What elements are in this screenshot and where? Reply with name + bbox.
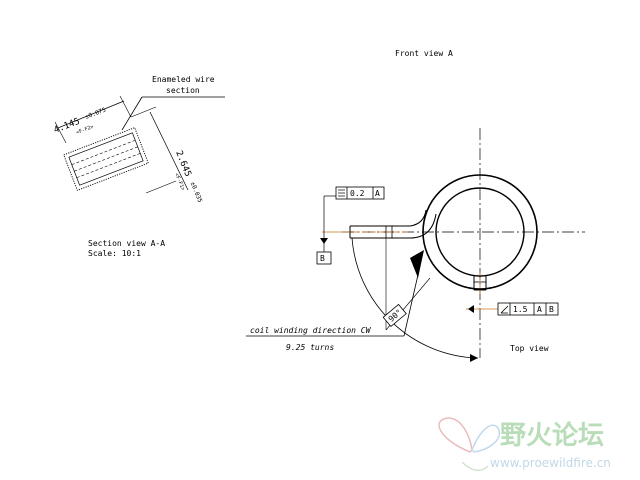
fcf-top-datum: A bbox=[375, 189, 380, 198]
winding-note-line1: coil winding direction CW bbox=[250, 326, 372, 335]
top-view: B 0.2 A 1.5 A B bbox=[246, 128, 585, 362]
winding-direction-arrow bbox=[403, 250, 424, 337]
fcf-angularity-bottom: 1.5 A B bbox=[497, 302, 559, 316]
angle-dimension: 90° bbox=[382, 303, 407, 328]
angularity-icon bbox=[500, 305, 509, 314]
lead-wire-bottom bbox=[473, 272, 487, 296]
top-view-label: Top view bbox=[510, 344, 549, 353]
watermark-url: www.proewildfire.cn bbox=[490, 456, 611, 470]
wire-label-line2: section bbox=[166, 86, 200, 95]
butterfly-logo-icon bbox=[438, 417, 501, 472]
lead-wire-left bbox=[349, 209, 437, 239]
datum-b-label: B bbox=[320, 254, 325, 263]
fcf-bottom-datum1: A bbox=[537, 305, 542, 314]
datum-b-box: B bbox=[316, 251, 332, 265]
winding-note-line2: 9.25 turns bbox=[286, 343, 334, 352]
watermark-title: 野火论坛 bbox=[500, 421, 604, 451]
section-scale-label: Scale: 10:1 bbox=[88, 249, 141, 258]
fcf-top-value: 0.2 bbox=[350, 189, 365, 198]
dim1-tolerance: ±0.075 bbox=[84, 106, 107, 120]
wire-label-line1: Enameled wire bbox=[152, 75, 215, 84]
coil-outer-ring bbox=[422, 174, 538, 290]
fcf-bottom-value: 1.5 bbox=[513, 305, 528, 314]
fcf-flatness-top: 0.2 A bbox=[335, 186, 385, 200]
fcf-bottom-datum2: B bbox=[549, 305, 554, 314]
wire-section bbox=[63, 127, 149, 191]
dim2-tolerance: ±0.035 bbox=[189, 181, 204, 204]
section-view-label: Section view A-A bbox=[88, 239, 165, 248]
front-view-label: Front view A bbox=[395, 49, 453, 58]
watermark: 野火论坛 www.proewildfire.cn bbox=[438, 417, 611, 472]
section-view: Enameled wire section 4.145 ±0.075 <F-F2… bbox=[52, 75, 225, 258]
